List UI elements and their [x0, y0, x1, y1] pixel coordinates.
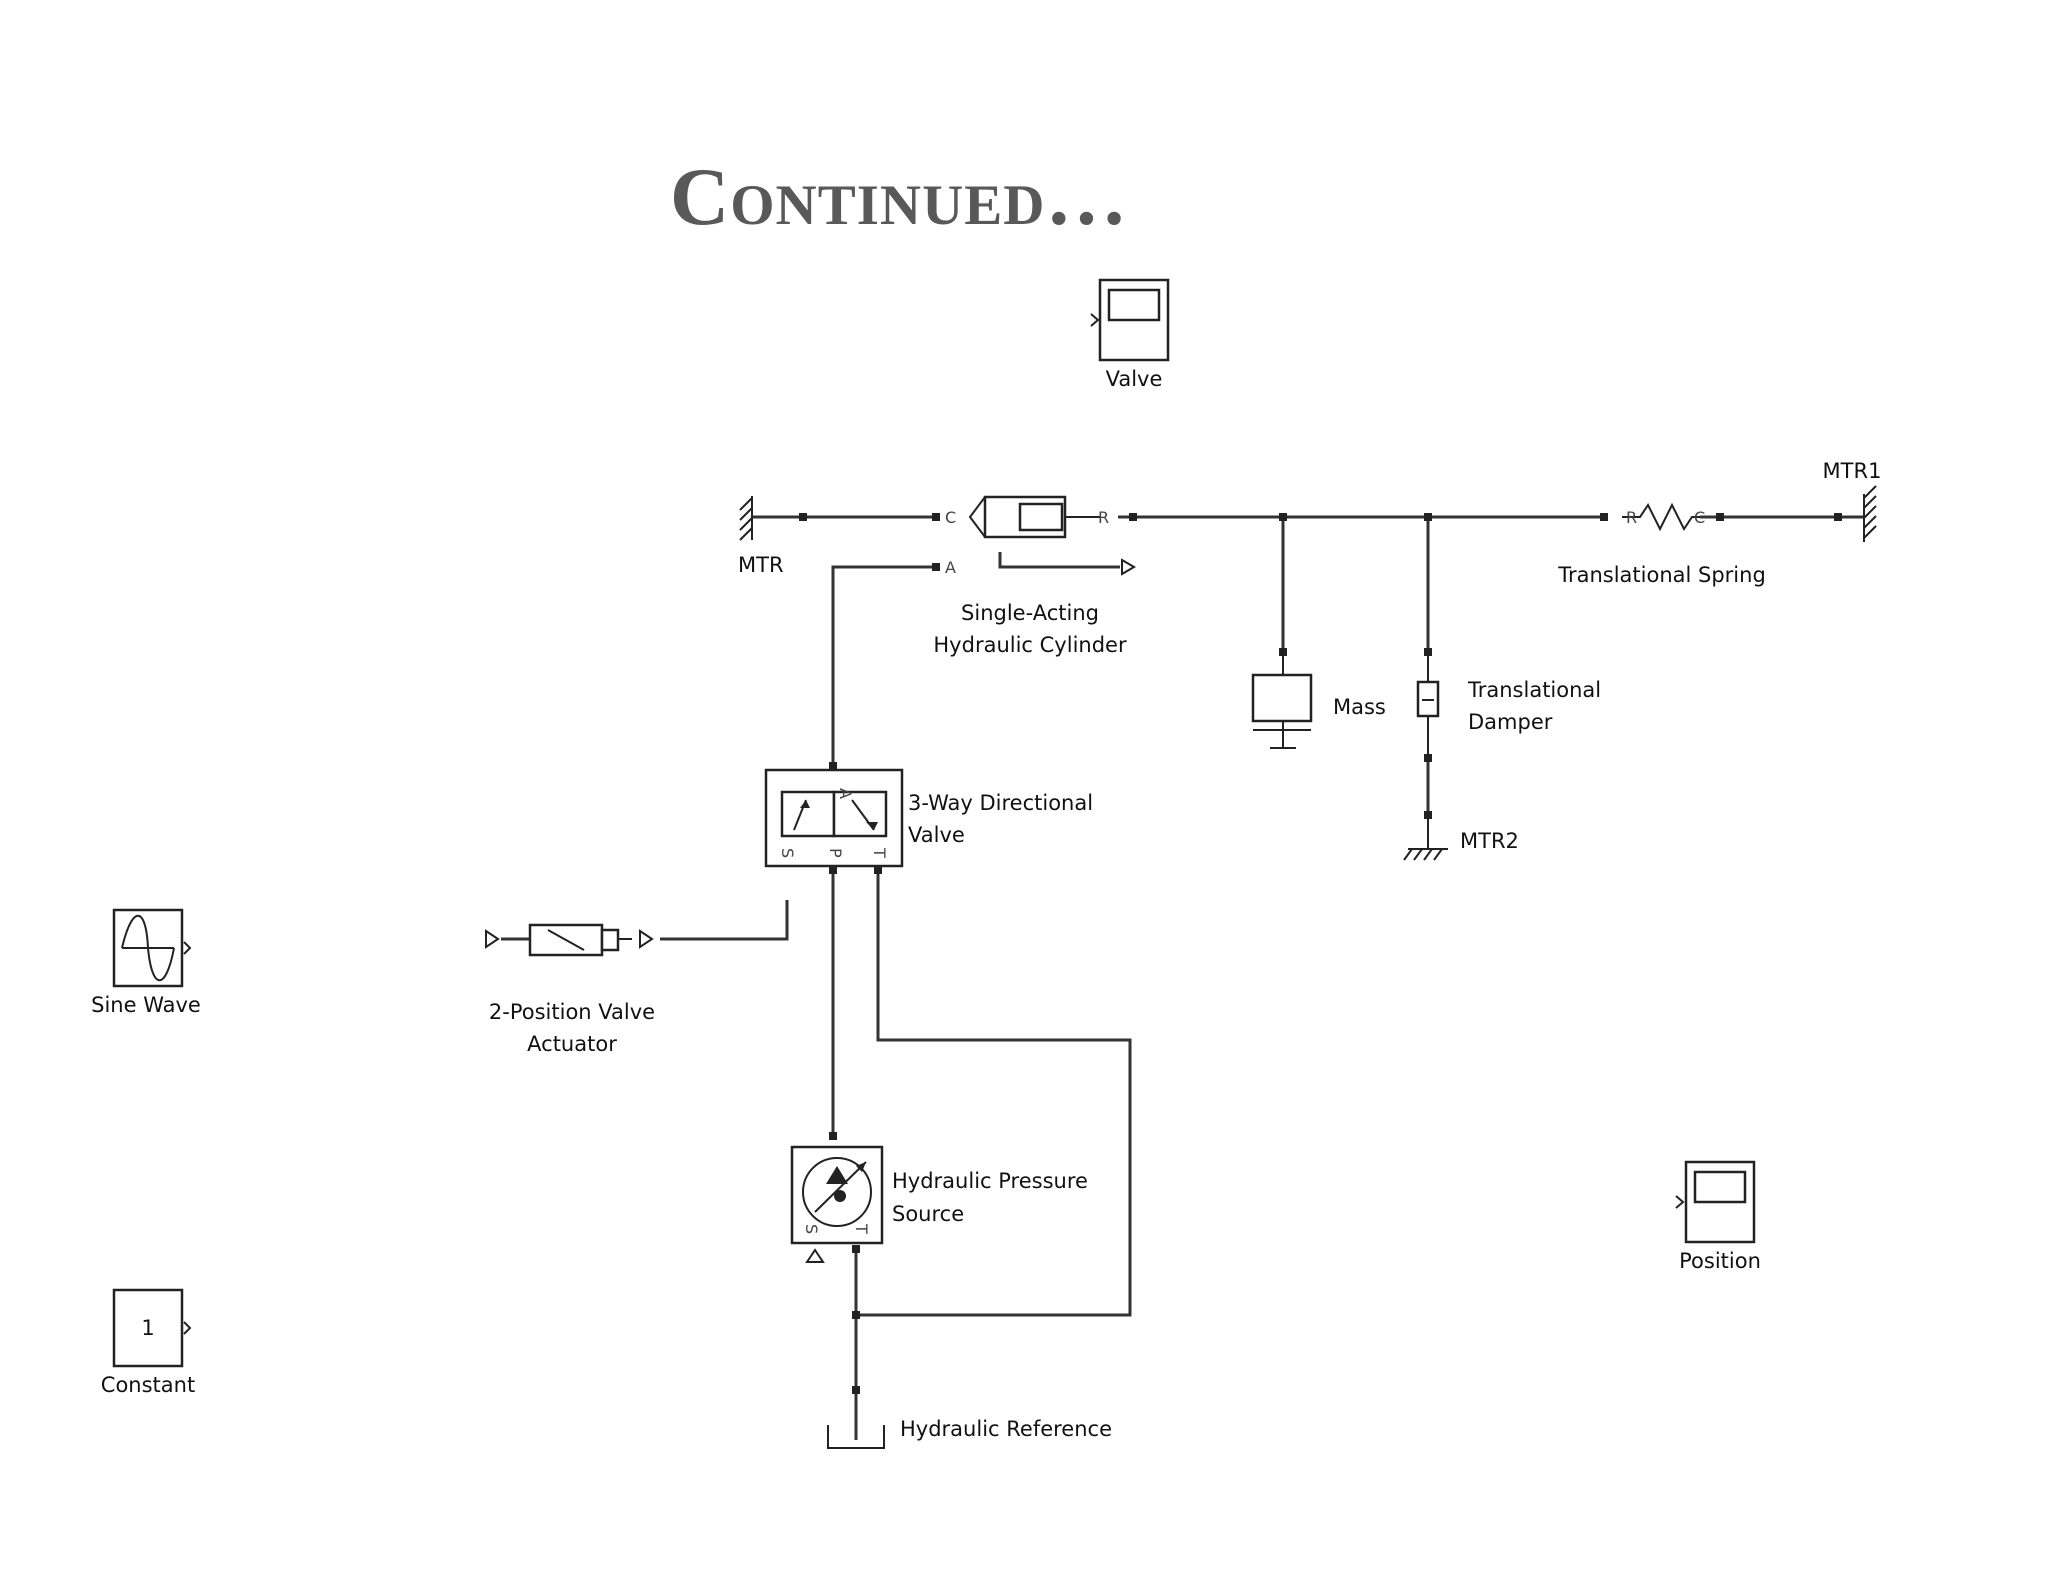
damper-label-line2: Damper [1468, 710, 1553, 734]
mtr2-label: MTR2 [1460, 829, 1519, 853]
valve-port-p-label: P [826, 848, 845, 858]
valve-actuator-block[interactable]: 2-Position Valve Actuator [485, 923, 655, 1056]
dir-valve-label-line1: 3-Way Directional [908, 791, 1093, 815]
mtr1-block[interactable]: MTR1 [1823, 459, 1882, 542]
mtr1-label: MTR1 [1823, 459, 1882, 483]
directional-valve-block[interactable]: A S P T 3-Way Directional Valve [764, 768, 1093, 868]
spring-port-r-label: R [1626, 508, 1637, 527]
port-r-label: R [1098, 508, 1109, 527]
constant-value: 1 [141, 1316, 154, 1340]
pressure-source-label-line1: Hydraulic Pressure [892, 1169, 1088, 1193]
connection-lines [501, 515, 1864, 1440]
cylinder-label-line2: Hydraulic Cylinder [933, 633, 1127, 657]
position-scope-label: Position [1679, 1249, 1761, 1273]
junction-dots [799, 513, 1842, 1394]
port-c-label: C [945, 508, 956, 527]
port-a-label: A [945, 558, 956, 577]
source-port-t-label: T [852, 1223, 871, 1234]
dir-valve-label-line2: Valve [908, 823, 965, 847]
valve-scope-label: Valve [1106, 367, 1163, 391]
translational-spring-block[interactable]: R C Translational Spring [1557, 502, 1766, 587]
cylinder-label-line1: Single-Acting [961, 601, 1099, 625]
hydraulic-cylinder-block[interactable]: C R A Single-Acting Hydraulic Cylinder [933, 495, 1136, 657]
slide-title: Continued… [670, 151, 1129, 242]
translational-damper-block[interactable]: Translational Damper [1416, 652, 1601, 758]
constant-block[interactable]: 1 Constant [101, 1288, 195, 1397]
sine-wave-block[interactable]: Sine Wave [91, 908, 201, 1017]
mass-label: Mass [1333, 695, 1386, 719]
hydraulic-pressure-source-block[interactable]: S T Hydraulic Pressure Source [790, 1145, 1088, 1263]
sine-wave-label: Sine Wave [91, 993, 201, 1017]
damper-label-line1: Translational [1467, 678, 1601, 702]
source-port-s-label: S [802, 1224, 821, 1234]
valve-port-s-label: S [778, 848, 797, 858]
hydraulic-reference-block[interactable]: Hydraulic Reference [827, 1417, 1112, 1449]
spring-label: Translational Spring [1557, 563, 1766, 587]
mass-block[interactable]: Mass [1251, 652, 1386, 749]
actuator-label-line2: Actuator [527, 1032, 617, 1056]
actuator-label-line1: 2-Position Valve [489, 1000, 655, 1024]
constant-label: Constant [101, 1373, 195, 1397]
mtr2-block[interactable]: MTR2 [1403, 815, 1519, 861]
mtr-block[interactable]: MTR [738, 496, 784, 577]
mtr-label: MTR [738, 553, 784, 577]
hydraulic-reference-label: Hydraulic Reference [900, 1417, 1112, 1441]
position-scope-block[interactable]: Position [1675, 1160, 1761, 1273]
valve-scope-block[interactable]: Valve [1090, 278, 1170, 391]
valve-port-t-label: T [870, 847, 889, 858]
spring-port-c-label: C [1694, 508, 1705, 527]
valve-port-a-label: A [836, 788, 855, 799]
pressure-source-label-line2: Source [892, 1202, 964, 1226]
